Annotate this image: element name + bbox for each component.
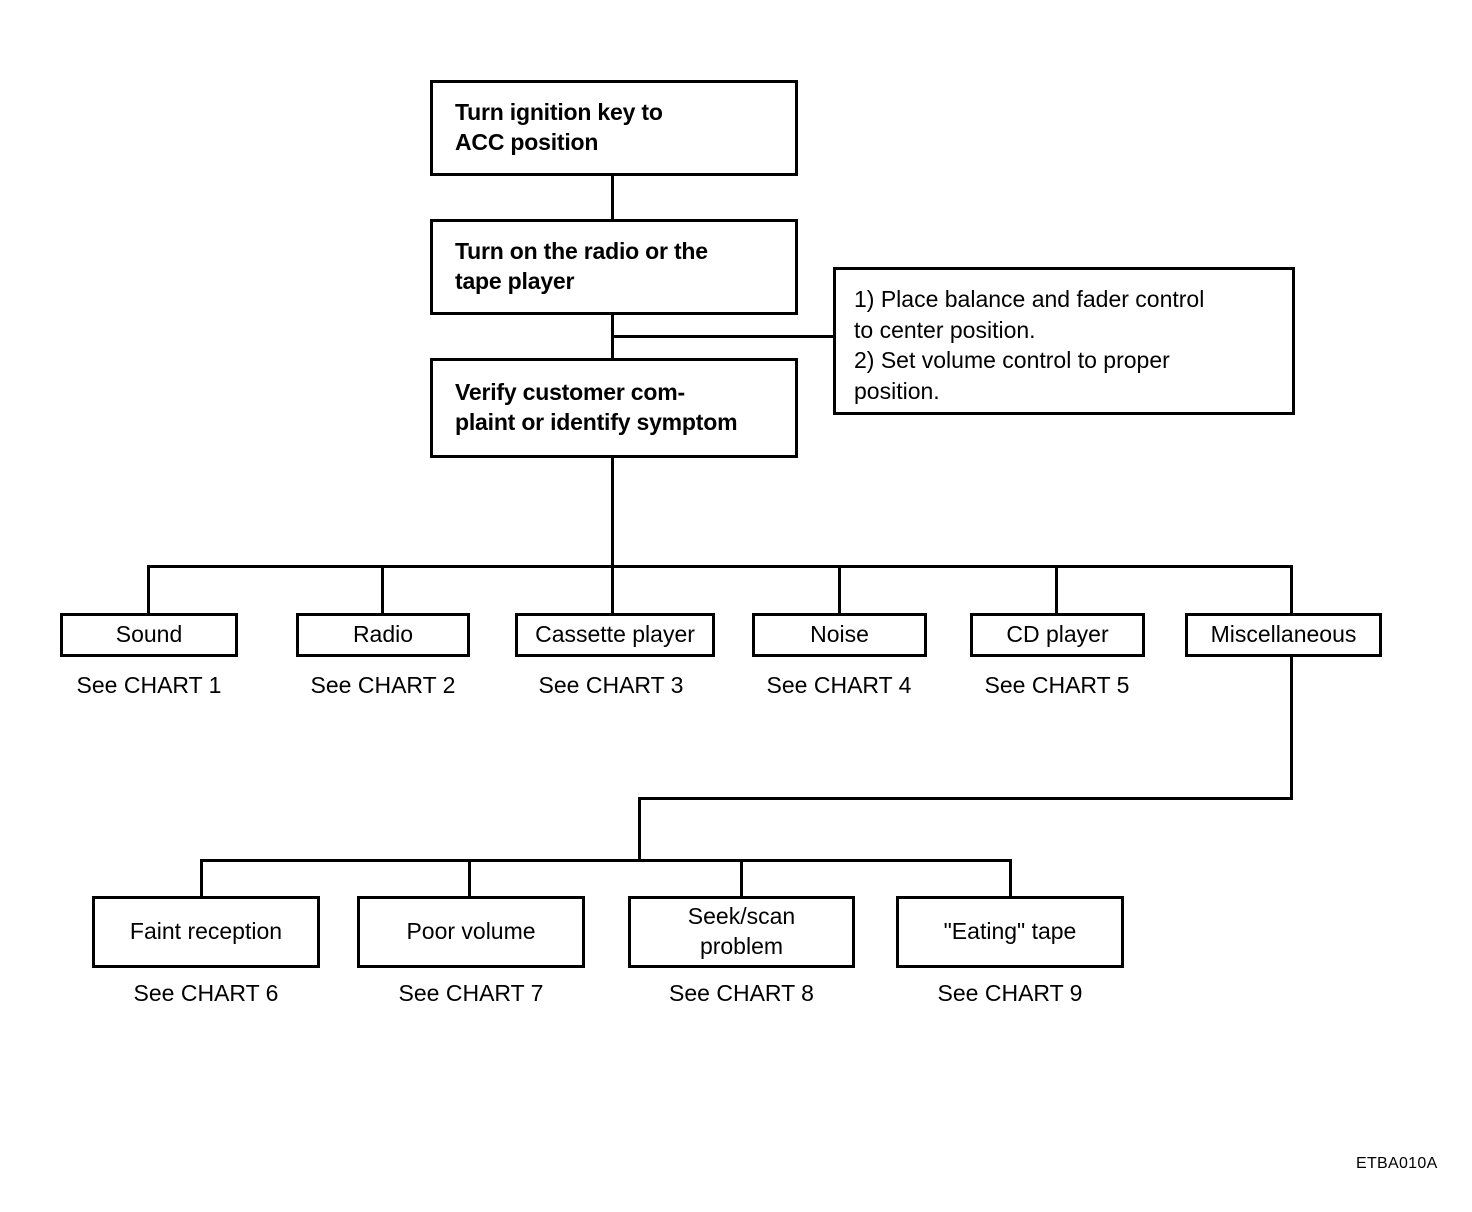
chart-caption-faint-reception: See CHART 6 (133, 980, 279, 1006)
symptom-box-seek-scan-problem: Seek/scan problem (628, 896, 855, 968)
connector-bus-to-cd-player (1055, 565, 1058, 614)
connector-sym-bus-to-faint-reception (200, 859, 203, 898)
category-box-miscellaneous: Miscellaneous (1185, 613, 1382, 657)
symptom-box-seek-scan-problem-label: Seek/scan problem (687, 903, 796, 959)
connector-bus-to-miscellaneous (1290, 565, 1293, 614)
connector-miscellaneous-down (1290, 657, 1293, 800)
chart-caption-poor-volume: See CHART 7 (398, 980, 544, 1006)
note-box-preconditions-text: 1) Place balance and fader control to ce… (854, 286, 1205, 404)
connector-miscellaneous-to-sym-bus (638, 797, 641, 862)
chart-caption-cd-player: See CHART 5 (984, 672, 1130, 698)
process-box-ignition-label: Turn ignition key to ACC position (455, 99, 663, 155)
connector-bus-to-sound (147, 565, 150, 614)
symptom-box-eating-tape: "Eating" tape (896, 896, 1124, 968)
connector-sym-bus-to-seek-scan (740, 859, 743, 898)
connector-sym-bus-to-eating-tape (1009, 859, 1012, 898)
connector-bus-to-noise (838, 565, 841, 614)
connector-ignition-to-turnon (611, 176, 614, 221)
process-box-ignition: Turn ignition key to ACC position (430, 80, 798, 176)
chart-caption-radio: See CHART 2 (310, 672, 456, 698)
symptom-box-poor-volume-label: Poor volume (406, 918, 536, 945)
chart-caption-noise: See CHART 4 (766, 672, 912, 698)
process-box-turn-on-radio: Turn on the radio or the tape player (430, 219, 798, 315)
symptom-box-poor-volume: Poor volume (357, 896, 585, 968)
category-box-radio-label: Radio (352, 621, 414, 648)
bus-misc-symptoms (200, 859, 1012, 862)
category-box-noise-label: Noise (810, 621, 869, 648)
process-box-turn-on-radio-label: Turn on the radio or the tape player (455, 238, 708, 294)
chart-caption-eating-tape: See CHART 9 (937, 980, 1083, 1006)
figure-code: ETBA010A (1356, 1155, 1438, 1172)
note-box-preconditions: 1) Place balance and fader control to ce… (833, 267, 1295, 415)
process-box-verify-complaint-label: Verify customer com- plaint or identify … (455, 379, 738, 435)
connector-miscellaneous-across (638, 797, 1293, 800)
chart-caption-seek-scan-problem: See CHART 8 (669, 980, 814, 1006)
connector-verify-to-bus (611, 458, 614, 568)
connector-bus-to-radio (381, 565, 384, 614)
chart-caption-cassette-player: See CHART 3 (538, 672, 684, 698)
category-box-radio: Radio (296, 613, 470, 657)
connector-bus-to-cassette-player (611, 565, 614, 614)
category-box-sound-label: Sound (115, 621, 183, 648)
category-box-cassette-player: Cassette player (515, 613, 715, 657)
chart-caption-sound: See CHART 1 (76, 672, 222, 698)
symptom-box-faint-reception: Faint reception (92, 896, 320, 968)
category-box-cd-player-label: CD player (1006, 621, 1109, 648)
process-box-verify-complaint: Verify customer com- plaint or identify … (430, 358, 798, 458)
category-box-sound: Sound (60, 613, 238, 657)
symptom-box-eating-tape-label: "Eating" tape (943, 918, 1077, 945)
category-box-cd-player: CD player (970, 613, 1145, 657)
category-box-cassette-player-label: Cassette player (535, 621, 695, 648)
connector-sym-bus-to-poor-volume (468, 859, 471, 898)
bus-categories (147, 565, 1293, 568)
symptom-box-faint-reception-label: Faint reception (129, 918, 283, 945)
connector-note-to-trunk (611, 335, 836, 338)
category-box-miscellaneous-label: Miscellaneous (1210, 621, 1357, 648)
category-box-noise: Noise (752, 613, 927, 657)
